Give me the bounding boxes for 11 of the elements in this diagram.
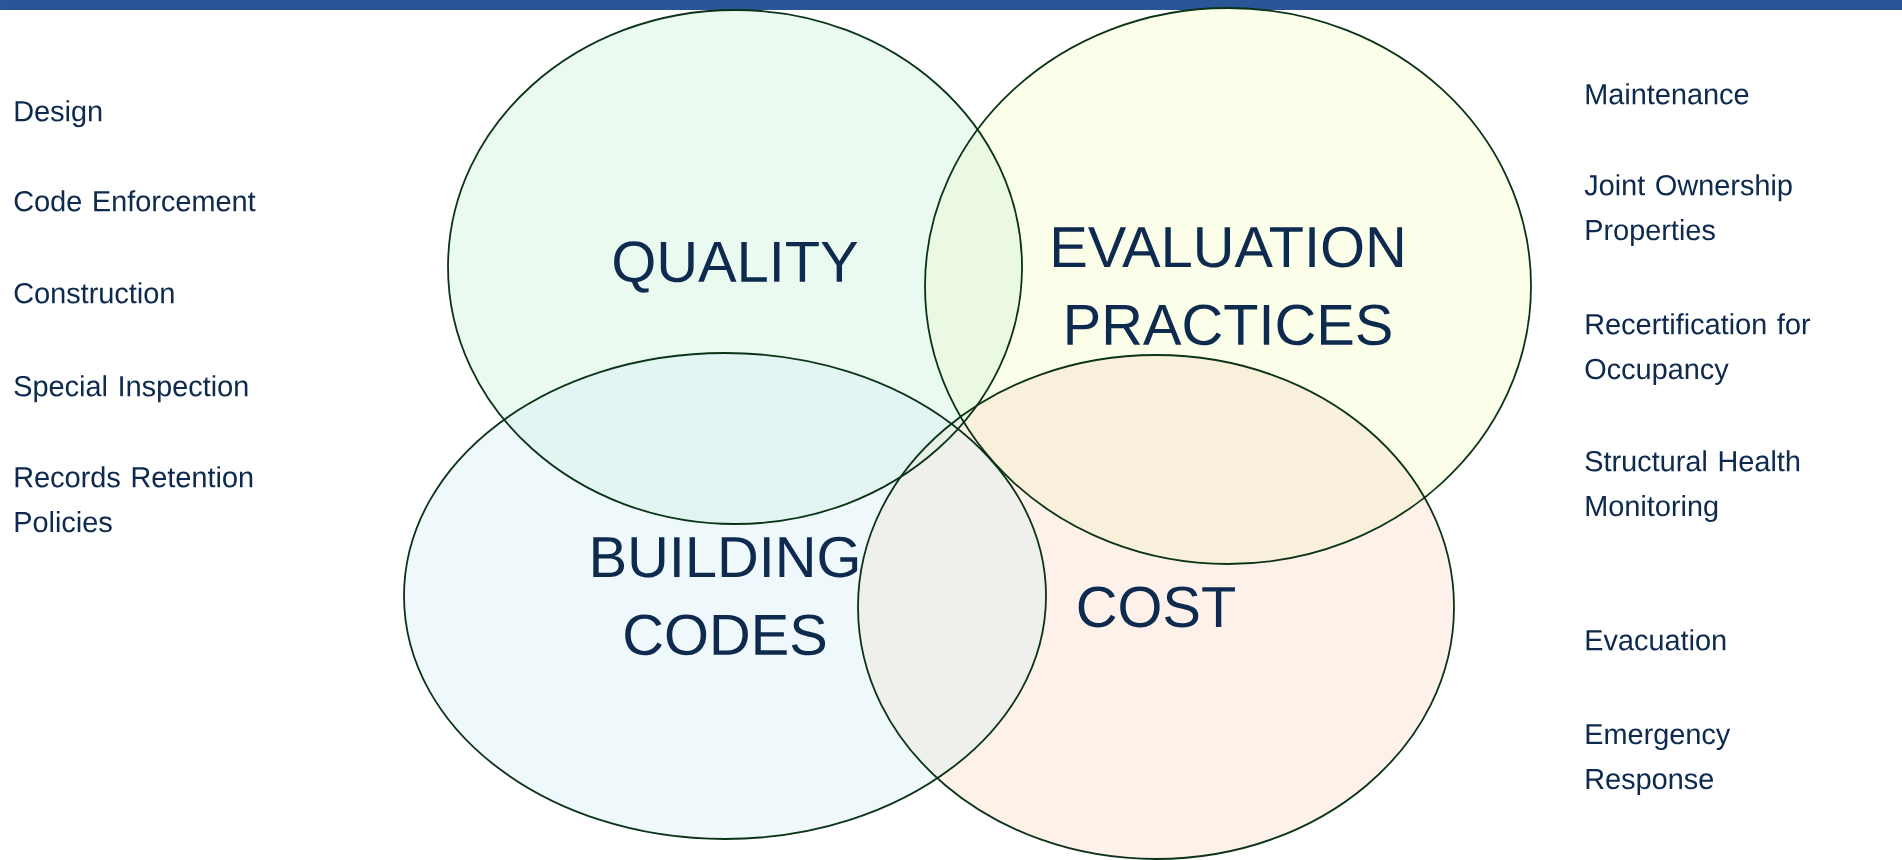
list-item: Recertification for Occupancy (1585, 313, 1811, 385)
list-item: Maintenance (1586, 83, 1749, 105)
list-item: Records Retention Policies (15, 466, 253, 533)
list-item: Construction (14, 282, 174, 304)
list-item: Joint Ownership Properties (1584, 174, 1792, 246)
list-item: Emergency Response (1586, 724, 1731, 795)
list-item: Code Enforcement (14, 190, 256, 212)
list-item: Structural Health Monitoring (1585, 450, 1800, 522)
list-item: Evacuation (1586, 629, 1726, 651)
list-item: Design (15, 100, 102, 128)
list-item: Special Inspection (14, 375, 248, 403)
